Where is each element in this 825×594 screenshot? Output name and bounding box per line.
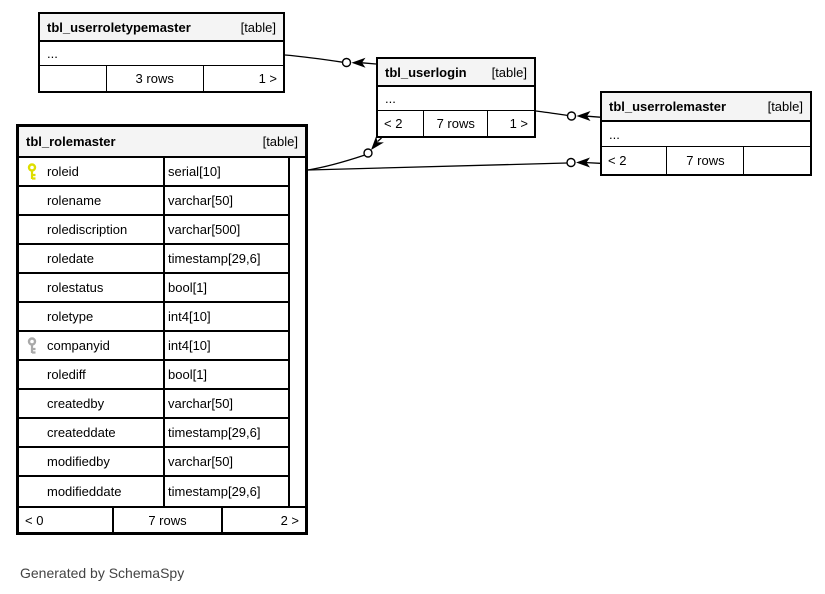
footer-row-count: 7 rows <box>423 111 487 136</box>
foreign-key-icon <box>27 337 37 354</box>
column-name: rolediscription <box>47 222 128 237</box>
arrowhead <box>576 111 591 121</box>
arrowhead <box>371 136 384 150</box>
collapsed-columns-row: ... <box>40 42 283 66</box>
footer-row-count: 7 rows <box>112 508 221 532</box>
column-name: roleid <box>47 164 79 179</box>
footer-parents-count: 1 > <box>202 66 283 91</box>
table-name: tbl_userlogin <box>385 64 467 80</box>
column-type: timestamp[29,6] <box>168 251 261 266</box>
ellipsis-label: ... <box>609 126 620 142</box>
table-footer: < 2 7 rows 1 > <box>378 111 534 136</box>
table-node-userlogin[interactable]: tbl_userlogin [table] ... < 2 7 rows 1 > <box>376 57 536 138</box>
column-type: varchar[50] <box>168 454 234 469</box>
column-name: rolestatus <box>47 280 104 295</box>
column-name: createdby <box>47 396 105 411</box>
column-row-rolediscription: rolediscription varchar[500] <box>19 216 288 245</box>
column-row-rolestatus: rolestatus bool[1] <box>19 274 288 303</box>
column-row-companyid: companyid int4[10] <box>19 332 288 361</box>
column-type: bool[1] <box>168 367 208 382</box>
columns-body: roleid serial[10] rolename varchar[50] r… <box>19 158 305 506</box>
column-row-roletype: roletype int4[10] <box>19 303 288 332</box>
table-name: tbl_rolemaster <box>26 134 116 149</box>
column-type: int4[10] <box>168 338 211 353</box>
columns-list: roleid serial[10] rolename varchar[50] r… <box>19 158 288 506</box>
footer-parents-count: 2 > <box>221 508 305 532</box>
table-name: tbl_userrolemaster <box>609 99 727 114</box>
column-row-modifiedby: modifiedby varchar[50] <box>19 448 288 477</box>
table-footer: 3 rows 1 > <box>40 66 283 91</box>
column-row-createdby: createdby varchar[50] <box>19 390 288 419</box>
table-type-tag: [table] <box>262 134 298 149</box>
table-footer: < 2 7 rows <box>602 147 810 174</box>
column-name: rolediff <box>47 367 86 382</box>
column-name: createddate <box>47 425 116 440</box>
table-footer: < 0 7 rows 2 > <box>19 506 305 532</box>
relationship-userlogin-userroletypemaster <box>284 54 377 68</box>
footer-parents-count: 1 > <box>487 111 534 136</box>
ellipsis-label: ... <box>47 46 58 61</box>
primary-key-icon <box>27 163 37 180</box>
column-type: int4[10] <box>168 309 211 324</box>
column-row-roleid: roleid serial[10] <box>19 158 288 187</box>
footer-children-count <box>40 66 106 91</box>
table-header[interactable]: tbl_userroletypemaster [table] <box>40 14 283 42</box>
column-type: varchar[500] <box>168 222 241 237</box>
cardinality-circle <box>566 111 577 121</box>
column-name: modifieddate <box>47 484 122 499</box>
table-node-userroletypemaster[interactable]: tbl_userroletypemaster [table] ... 3 row… <box>38 12 285 93</box>
column-row-rolename: rolename varchar[50] <box>19 187 288 216</box>
table-header[interactable]: tbl_userlogin [table] <box>378 59 534 87</box>
footer-children-count: < 0 <box>25 512 44 528</box>
column-name: roledate <box>47 251 94 266</box>
column-type: timestamp[29,6] <box>168 484 261 499</box>
relationship-userrolemaster-rolemaster <box>307 157 601 171</box>
column-type: serial[10] <box>168 164 221 179</box>
ellipsis-label: ... <box>385 91 396 106</box>
generator-credit: Generated by SchemaSpy <box>20 565 185 581</box>
table-node-rolemaster[interactable]: tbl_rolemaster [table] roleid serial[10] <box>16 124 308 535</box>
footer-row-count: 7 rows <box>666 147 743 174</box>
cardinality-circle <box>341 57 352 68</box>
table-header[interactable]: tbl_userrolemaster [table] <box>602 93 810 122</box>
column-row-rolediff: rolediff bool[1] <box>19 361 288 390</box>
column-name: rolename <box>47 193 102 208</box>
column-type: varchar[50] <box>168 396 234 411</box>
column-type: varchar[50] <box>168 193 234 208</box>
table-name: tbl_userroletypemaster <box>47 19 191 35</box>
column-row-createddate: createddate timestamp[29,6] <box>19 419 288 448</box>
table-node-userrolemaster[interactable]: tbl_userrolemaster [table] ... < 2 7 row… <box>600 91 812 176</box>
table-type-tag: [table] <box>767 99 803 114</box>
column-row-roledate: roledate timestamp[29,6] <box>19 245 288 274</box>
table-header[interactable]: tbl_rolemaster [table] <box>19 127 305 158</box>
arrowhead <box>351 57 366 68</box>
table-type-tag: [table] <box>491 64 527 80</box>
collapsed-columns-row: ... <box>602 122 810 147</box>
edge-port-column <box>288 158 305 506</box>
column-name: companyid <box>47 338 110 353</box>
table-type-tag: [table] <box>240 19 276 35</box>
cardinality-circle <box>566 157 576 168</box>
column-name: modifiedby <box>47 454 110 469</box>
column-type: timestamp[29,6] <box>168 425 261 440</box>
column-name: roletype <box>47 309 94 324</box>
footer-row-count: 3 rows <box>105 66 203 91</box>
footer-children-count: < 2 <box>384 116 403 131</box>
arrowhead <box>576 157 590 168</box>
relationship-userlogin-rolemaster <box>307 136 384 171</box>
column-row-modifieddate: modifieddate timestamp[29,6] <box>19 477 288 506</box>
relationship-userrolemaster-userlogin <box>535 110 601 121</box>
collapsed-columns-row: ... <box>378 87 534 111</box>
footer-parents-count <box>743 147 810 174</box>
column-type: bool[1] <box>168 280 208 295</box>
footer-children-count: < 2 <box>608 153 627 168</box>
cardinality-circle <box>363 148 373 158</box>
